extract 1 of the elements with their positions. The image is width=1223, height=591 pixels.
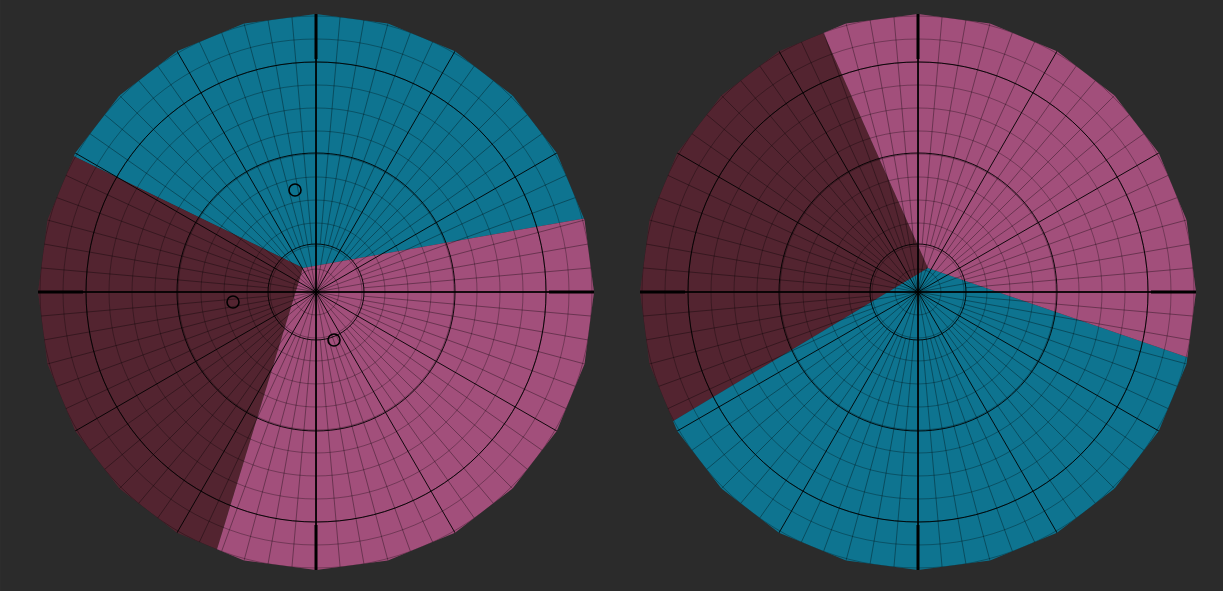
- polar-grid-drawing: [639, 13, 1197, 571]
